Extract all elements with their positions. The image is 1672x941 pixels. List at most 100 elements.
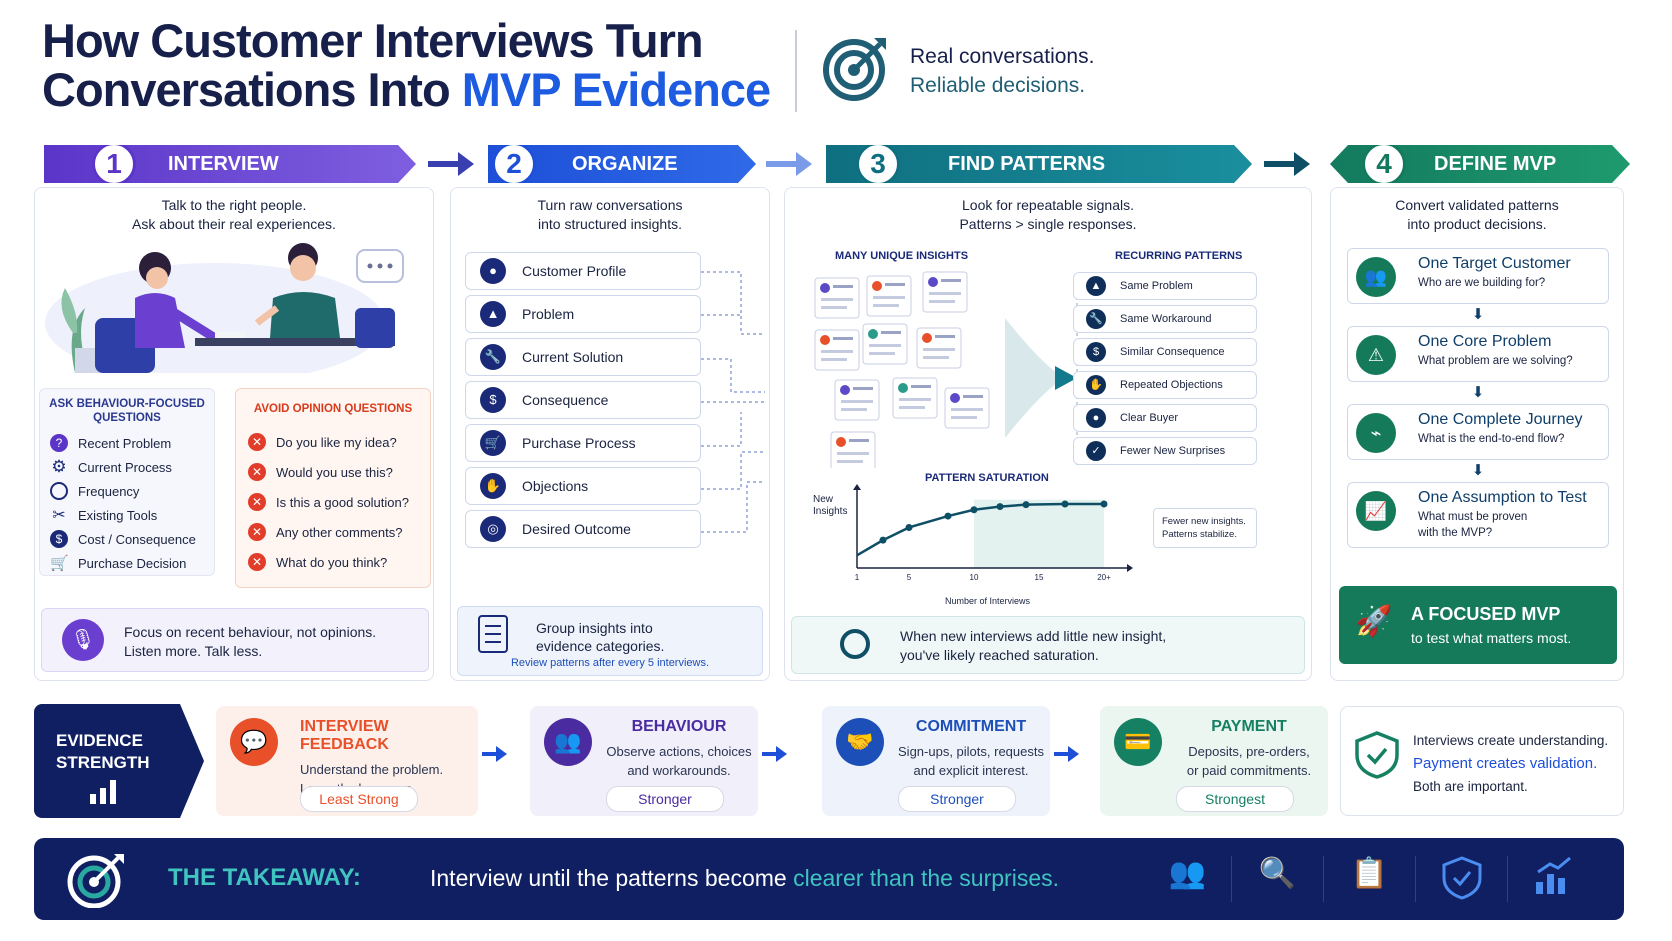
journey-icon: ⌁ bbox=[1356, 413, 1396, 453]
saturation-note: Fewer new insights. Patterns stabilize. bbox=[1153, 508, 1257, 548]
people-icon: 👥 bbox=[1356, 257, 1396, 297]
data-point bbox=[905, 523, 913, 531]
header-divider bbox=[795, 30, 797, 112]
organize-tip: Group insights into evidence categories.… bbox=[457, 606, 763, 676]
x-icon: ✕ bbox=[248, 523, 266, 541]
cart-icon: 🛒 bbox=[50, 555, 69, 572]
page-title: How Customer Interviews Turn Conversatio… bbox=[42, 14, 771, 116]
recurring-pattern: ●Clear Buyer bbox=[1073, 404, 1257, 432]
dollar-icon: $ bbox=[1086, 342, 1106, 362]
chat-bubble-icon: 💬 bbox=[230, 718, 278, 766]
data-point bbox=[1061, 500, 1069, 508]
dollar-icon: $ bbox=[50, 530, 68, 548]
user-icon: ● bbox=[1086, 408, 1106, 428]
arrow-icon bbox=[426, 148, 476, 180]
step-1-banner: 1 INTERVIEW bbox=[44, 145, 416, 183]
ask-questions-box: ASK BEHAVIOUR-FOCUSED QUESTIONS ?Recent … bbox=[39, 388, 215, 576]
recurring-pattern: ✓Fewer New Surprises bbox=[1073, 437, 1257, 465]
x-icon: ✕ bbox=[248, 493, 266, 511]
data-point bbox=[1022, 501, 1030, 509]
people-chat-icon: 👥 bbox=[1144, 856, 1232, 902]
arrow-icon bbox=[764, 148, 814, 180]
people-icon: 👥 bbox=[544, 718, 592, 766]
user-icon: ● bbox=[480, 258, 506, 284]
y-axis-arrow bbox=[853, 484, 861, 490]
arrow-icon bbox=[1262, 148, 1312, 180]
recurring-pattern: $Similar Consequence bbox=[1073, 338, 1257, 366]
patterns-tip: When new interviews add little new insig… bbox=[791, 616, 1305, 674]
data-point bbox=[944, 512, 952, 520]
avoid-item: ✕Is this a good solution? bbox=[248, 487, 430, 517]
target-icon: ◎ bbox=[480, 516, 506, 542]
x-tick-label: 5 bbox=[907, 573, 912, 582]
takeaway-bar: THE TAKEAWAY: Interview until the patter… bbox=[34, 838, 1624, 920]
checklist-icon bbox=[478, 615, 508, 653]
avoid-item: ✕Any other comments? bbox=[248, 517, 430, 547]
mvp-subtitle: Convert validated patterns into product … bbox=[1395, 197, 1559, 232]
insight-cards bbox=[814, 271, 1095, 468]
handshake-icon: 🤝 bbox=[836, 718, 884, 766]
recurring-pattern: ✋Repeated Objections bbox=[1073, 371, 1257, 399]
rocket-icon: 🚀 bbox=[1355, 605, 1393, 638]
avoid-item: ✕Would you use this? bbox=[248, 457, 430, 487]
wrench-icon: 🔧 bbox=[480, 344, 506, 370]
hand-icon: ✋ bbox=[480, 473, 506, 499]
step-3-banner: 3 FIND PATTERNS bbox=[826, 145, 1252, 183]
data-point bbox=[1100, 500, 1108, 508]
avoid-questions-box: AVOID OPINION QUESTIONS ✕Do you like my … bbox=[235, 388, 431, 588]
arrow-down-icon: ⬇ bbox=[1471, 306, 1485, 323]
x-icon: ✕ bbox=[248, 463, 266, 481]
category-card: 🛒Purchase Process bbox=[465, 424, 701, 462]
gear-icon: ⚙ bbox=[51, 457, 67, 476]
clock-icon bbox=[50, 482, 68, 500]
question-icon: ? bbox=[50, 434, 68, 452]
magnifier-icon bbox=[840, 629, 870, 659]
interview-tip: 🎙 Focus on recent behaviour, not opinion… bbox=[41, 608, 429, 672]
x-icon: ✕ bbox=[248, 433, 266, 451]
arrow-down-icon: ⬇ bbox=[1471, 462, 1485, 479]
category-card: ◎Desired Outcome bbox=[465, 510, 701, 548]
data-point bbox=[996, 503, 1004, 511]
category-card: 🔧Current Solution bbox=[465, 338, 701, 376]
shield-icon bbox=[1355, 731, 1399, 779]
x-tick-label: 10 bbox=[970, 573, 979, 582]
evidence-strength-label: EVIDENCE STRENGTH bbox=[34, 704, 204, 818]
category-card: ✋Objections bbox=[465, 467, 701, 505]
ask-item: $Cost / Consequence bbox=[50, 527, 214, 551]
strength-badge: Least Strong bbox=[300, 786, 418, 812]
shield-icon bbox=[1416, 856, 1508, 902]
takeaway-icons: 👥 🔍 📋 bbox=[1144, 856, 1600, 902]
clipboard-icon: 📋 bbox=[1324, 856, 1416, 902]
interview-panel: Talk to the right people. Ask about thei… bbox=[34, 187, 434, 681]
organize-subtitle: Turn raw conversations into structured i… bbox=[537, 197, 683, 232]
ask-item: 🛒Purchase Decision bbox=[50, 555, 187, 572]
recurring-pattern: ▲Same Problem bbox=[1073, 272, 1257, 300]
strength-badge: Stronger bbox=[606, 786, 724, 812]
ask-item: Frequency bbox=[50, 479, 214, 503]
warning-icon: ⚠ bbox=[1356, 335, 1396, 375]
x-tick-label: 15 bbox=[1035, 573, 1044, 582]
x-tick-label: 20+ bbox=[1097, 573, 1111, 582]
ask-item: ⚙Current Process bbox=[51, 457, 172, 476]
cart-icon: 🛒 bbox=[480, 430, 506, 456]
x-axis-arrow bbox=[1127, 564, 1133, 572]
arrow-icon bbox=[762, 744, 788, 764]
growth-chart-icon bbox=[1508, 856, 1600, 902]
tagline: Real conversations. Reliable decisions. bbox=[910, 45, 1095, 97]
data-point bbox=[879, 536, 887, 544]
strength-badge: Stronger bbox=[898, 786, 1016, 812]
arrow-down-icon: ⬇ bbox=[1471, 384, 1485, 401]
warning-icon: ▲ bbox=[480, 301, 506, 327]
x-icon: ✕ bbox=[248, 553, 266, 571]
target-icon bbox=[822, 34, 890, 102]
patterns-subtitle: Look for repeatable signals. Patterns > … bbox=[959, 197, 1137, 232]
magnifier-icon: 🔍 bbox=[1232, 856, 1324, 902]
tools-icon: ✂ bbox=[52, 507, 66, 524]
